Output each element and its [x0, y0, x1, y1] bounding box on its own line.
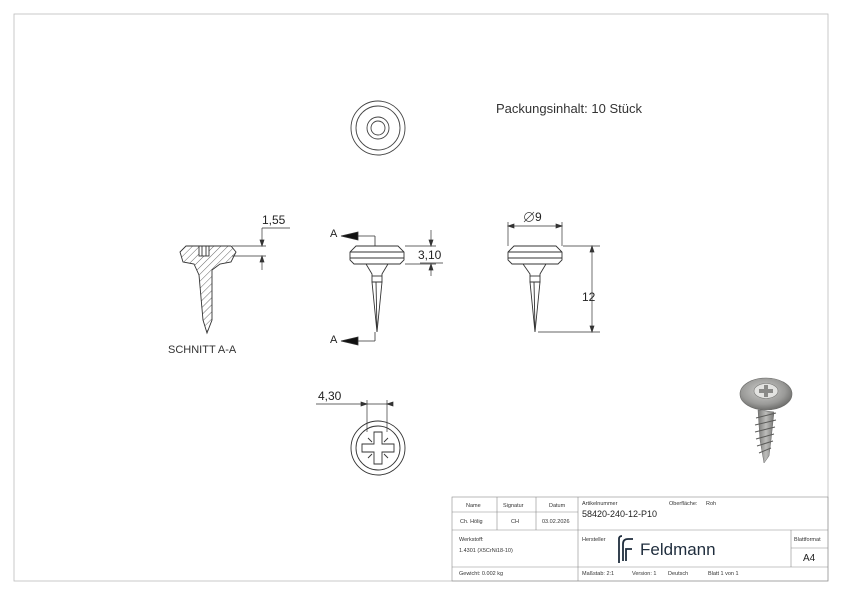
werkstoff-label: Werkstoff:: [459, 537, 484, 543]
row-signatur: CH: [511, 519, 519, 525]
dimension-430: 4,30: [318, 389, 342, 403]
gewicht: Gewicht: 0.002 kg: [459, 571, 504, 577]
artikelnummer-label: Artikelnummer: [582, 501, 618, 507]
title-block: [451, 496, 829, 582]
blattformat-value: A4: [803, 553, 816, 564]
top-view: [350, 100, 406, 156]
blattformat-label: Blattformat: [794, 537, 821, 543]
dimension-9: 9: [535, 210, 542, 224]
section-cut: [340, 231, 376, 346]
dimension-310: 3,10: [418, 248, 442, 262]
dim-9-lines: [506, 211, 564, 246]
dimension-155: 1,55: [262, 213, 286, 227]
oberflaeche-value: Roh: [706, 501, 717, 507]
dim-155-lines: [232, 227, 290, 270]
sheet-frame: [13, 13, 829, 582]
dim-430-lines: [316, 400, 394, 432]
row-datum: 03.02.2026: [542, 519, 570, 525]
brand-name: Feldmann: [640, 540, 716, 559]
side-view: [507, 245, 563, 333]
header-signatur: Signatur: [503, 503, 524, 509]
section-label: SCHNITT A-A: [168, 344, 237, 356]
version: Version: 1: [632, 571, 657, 577]
dim-12-lines: [538, 244, 600, 334]
hersteller-label: Hersteller: [582, 537, 606, 543]
sprache: Deutsch: [668, 571, 689, 577]
oberflaeche-label: Oberfläche:: [669, 501, 698, 507]
artikelnummer-value: 58420-240-12-P10: [582, 509, 658, 519]
dimension-12: 12: [582, 290, 596, 304]
packaging-note: Packungsinhalt: 10 Stück: [496, 101, 642, 116]
werkstoff-value: 1.4301 (X5CrNi18-10): [459, 548, 513, 554]
section-marker-bottom: A: [330, 334, 338, 346]
header-datum: Datum: [549, 503, 566, 509]
front-view: [349, 245, 405, 333]
header-name: Name: [466, 503, 481, 509]
dim-310-lines: [405, 230, 443, 276]
feldmann-logo-icon: [618, 535, 633, 563]
section-marker-top: A: [330, 228, 338, 240]
bottom-view: [350, 420, 406, 476]
screw-photo: [739, 377, 793, 464]
blatt: Blatt 1 von 1: [708, 571, 739, 577]
massstab: Maßstab: 2:1: [582, 571, 615, 577]
section-view: [179, 245, 237, 335]
row-name: Ch. Hölig: [460, 519, 483, 525]
